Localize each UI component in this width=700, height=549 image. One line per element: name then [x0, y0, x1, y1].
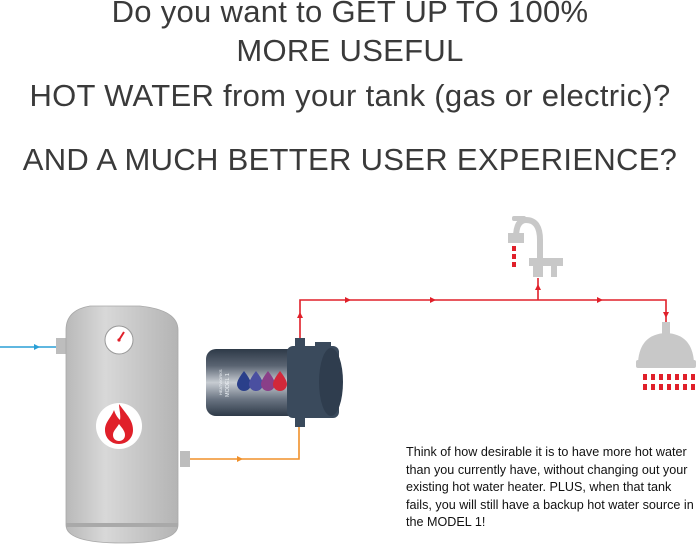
- faucet-icon: [508, 216, 563, 277]
- drop-icon: [261, 371, 275, 391]
- shower-head-icon: [636, 322, 696, 390]
- tank-icon: [56, 305, 190, 544]
- heatworks-logo: HEATWORKS MODEL 1: [218, 369, 287, 397]
- warm-water-line: [190, 426, 300, 462]
- drop-icon: [273, 371, 287, 391]
- drop-icon: [249, 371, 263, 391]
- drop-icon: [237, 371, 251, 391]
- flame-icon: [96, 403, 142, 449]
- cold-water-line: [0, 344, 60, 350]
- headline-line-3: HOT WATER from your tank (gas or electri…: [29, 78, 671, 113]
- headline-line-4: AND A MUCH BETTER USER EXPERIENCE?: [22, 142, 678, 177]
- headline-line-1: Do you want to GET UP TO 100%: [111, 0, 589, 29]
- caption-text: Think of how desirable it is to have mor…: [406, 445, 694, 530]
- unit-brand-label: HEATWORKS: [218, 369, 223, 395]
- gauge-icon: [104, 325, 134, 355]
- unit-model-label: MODEL 1: [225, 373, 231, 397]
- heatworks-unit-icon: HEATWORKS MODEL 1: [206, 338, 343, 427]
- headline-line-2: MORE USEFUL: [236, 33, 464, 68]
- hot-water-line: [297, 278, 669, 338]
